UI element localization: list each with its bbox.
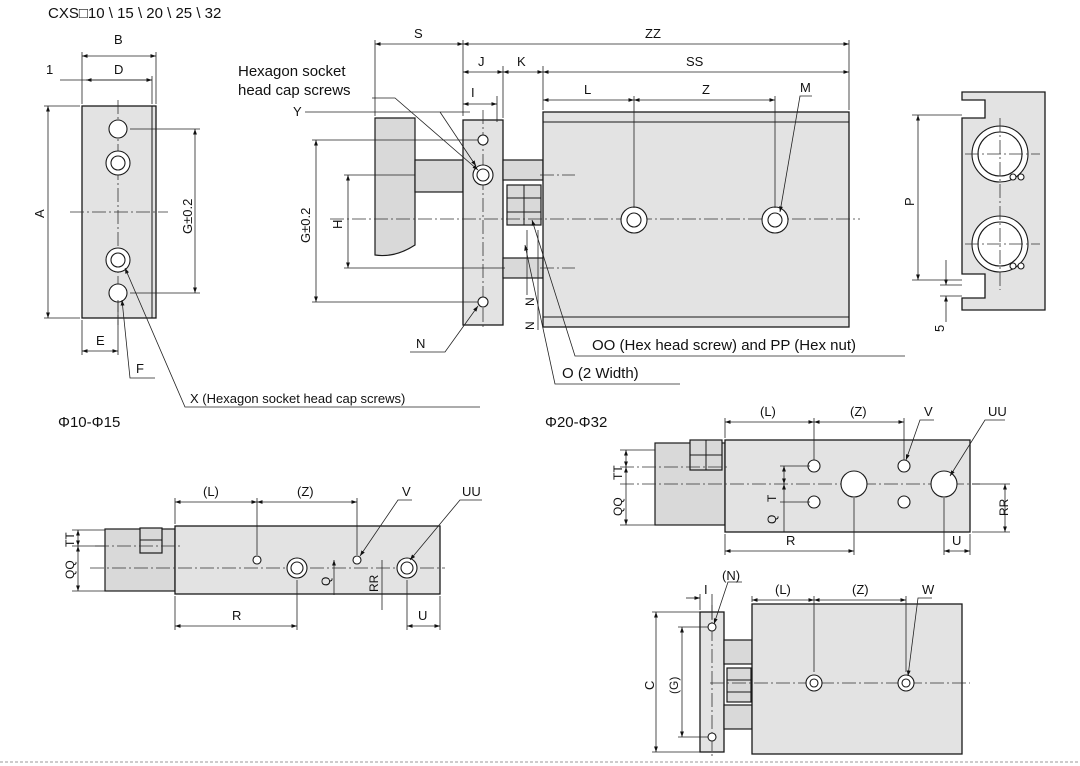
dim-z: Z [702,82,710,97]
dim-qq-small: QQ [63,560,77,579]
small-side-view: (L) (Z) V UU TT QQ Q RR R U [63,484,482,630]
dim-v-small: V [402,484,411,499]
dim-j: J [478,54,485,69]
dim-b: B [114,32,123,47]
section-label-small: Φ10-Φ15 [58,414,120,431]
callout-o-width: O (2 Width) [562,365,639,382]
dim-d: D [114,62,123,77]
dim-m: M [800,80,811,95]
main-body [542,111,850,328]
dim-g-tol-main: G±0.2 [298,208,313,243]
dim-tt-small: TT [63,532,77,547]
dim-tt-large: TT [611,465,625,480]
dim-n-vert-1: N [523,297,537,306]
dim-c: C [642,681,657,690]
dim-h: H [330,220,345,229]
dim-rr-large: RR [997,498,1011,516]
dim-n: N [416,336,425,351]
drawing-title: CXS□10 \ 15 \ 20 \ 25 \ 32 [48,5,221,22]
dim-e: E [96,333,105,348]
end-hole-top [108,119,128,139]
dim-n-large: (N) [722,568,740,583]
dim-5: 5 [932,325,947,332]
dim-uu-small: UU [462,484,481,499]
right-end-view: P 5 [902,91,1046,332]
dim-r-large: R [786,533,795,548]
piston-rod [414,159,464,193]
large-side-view: (L) (Z) V UU TT QQ T Q RR R U [611,404,1011,555]
dim-v-large: V [924,404,933,419]
dim-qq-large: QQ [611,497,625,516]
end-hole-bottom [108,283,128,303]
workpiece-plate [374,117,416,257]
callout-oo-pp: OO (Hex head screw) and PP (Hex nut) [592,337,856,354]
dim-u-large: U [952,533,961,548]
dim-g-paren: (G) [667,677,681,694]
left-end-view: B 1 D A G±0.2 E F X (Hexagon socket head… [32,32,480,408]
dim-a: A [32,209,47,218]
dim-i: I [471,85,475,100]
dim-n-vert-2: N [523,321,537,330]
dim-l-small: (L) [203,484,219,499]
dim-k: K [517,54,526,69]
main-top-view: S ZZ J K SS I L Z M Hexagon socket head … [238,26,905,385]
dim-u-small: U [418,608,427,623]
dim-i-large: I [704,582,708,597]
dim-z-top-large: (Z) [852,582,869,597]
dim-1: 1 [46,62,53,77]
dim-z-small: (Z) [297,484,314,499]
dim-y: Y [293,104,302,119]
dim-ss: SS [686,54,704,69]
dim-f: F [136,361,144,376]
section-label-large: Φ20-Φ32 [545,414,607,431]
dim-w: W [922,582,935,597]
callout-hex-socket-1: Hexagon socket [238,63,346,80]
dim-q-large: Q [765,515,779,524]
dim-g-tol-end: G±0.2 [180,199,195,234]
dim-l: L [584,82,591,97]
dim-s: S [414,26,423,41]
dim-rr-small: RR [367,574,381,592]
dim-q-small: Q [319,577,333,586]
large-top-body [751,603,963,755]
dim-zz: ZZ [645,26,661,41]
dim-p: P [902,197,917,206]
dim-z-large: (Z) [850,404,867,419]
callout-x-screws: X (Hexagon socket head cap screws) [190,391,405,406]
dim-uu-large: UU [988,404,1007,419]
right-end-plate [961,91,1046,311]
dim-r-small: R [232,608,241,623]
dim-l-top-large: (L) [775,582,791,597]
large-top-view: I (N) (L) (Z) W C (G) [642,568,970,758]
dim-t-large: T [765,494,779,502]
callout-hex-socket-2: head cap screws [238,82,351,99]
small-body [174,525,441,595]
dim-l-large: (L) [760,404,776,419]
